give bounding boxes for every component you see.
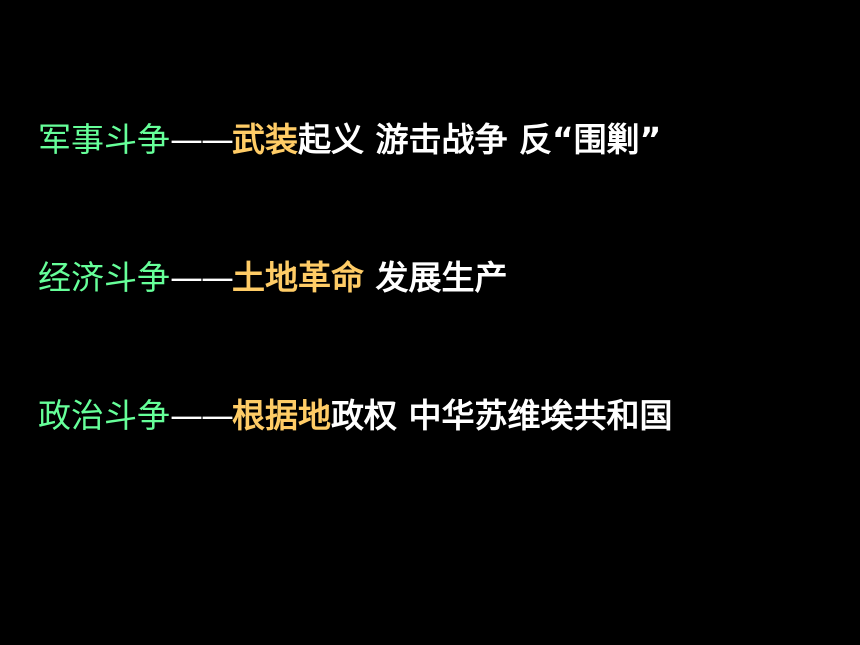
dash: —— (170, 396, 234, 435)
military-struggle-line: 军事斗争——武装起义 游击战争 反“围剿” (38, 120, 661, 160)
economic-struggle-line: 经济斗争——土地革命 发展生产 (38, 258, 508, 298)
political-struggle-label: 政治斗争 (38, 396, 170, 435)
economic-struggle-highlight: 土地革命 (232, 258, 364, 297)
military-struggle-label: 军事斗争 (38, 120, 170, 159)
economic-struggle-label: 经济斗争 (38, 258, 170, 297)
political-struggle-highlight: 根据地 (232, 396, 331, 435)
military-struggle-text: 起义 游击战争 反“围剿” (298, 120, 662, 159)
economic-struggle-text: 发展生产 (364, 258, 508, 297)
dash: —— (170, 258, 234, 297)
political-struggle-line: 政治斗争——根据地政权 中华苏维埃共和国 (38, 396, 673, 436)
dash: —— (170, 120, 234, 159)
political-struggle-text: 政权 中华苏维埃共和国 (331, 396, 673, 435)
military-struggle-highlight: 武装 (232, 120, 298, 159)
